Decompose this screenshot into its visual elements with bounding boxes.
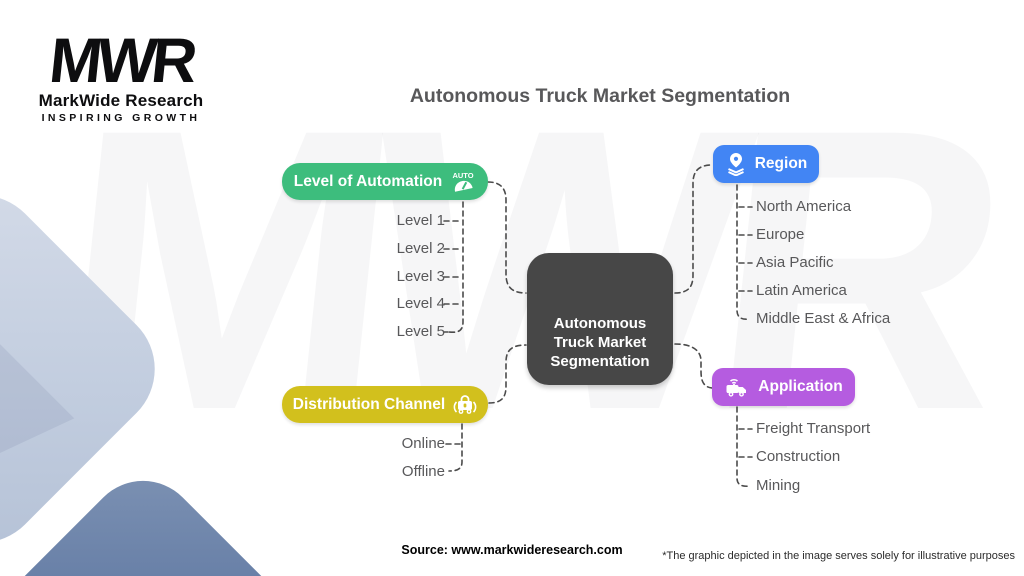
auto-gauge-icon: AUTO bbox=[450, 170, 476, 194]
secure-truck-icon bbox=[453, 394, 477, 416]
node-distribution-channel-label: Distribution Channel bbox=[292, 395, 446, 413]
disclaimer-text: *The graphic depicted in the image serve… bbox=[662, 550, 1015, 562]
brand-name: MarkWide Research bbox=[38, 91, 204, 110]
brand-tagline: INSPIRING GROWTH bbox=[41, 112, 201, 124]
leaf-construction: Construction bbox=[756, 448, 841, 465]
leaf-north-america: North America bbox=[756, 198, 852, 215]
leaf-middle-east-africa: Middle East & Africa bbox=[756, 310, 891, 327]
node-region: Region bbox=[713, 145, 819, 183]
page-title: Autonomous Truck Market Segmentation bbox=[409, 85, 791, 107]
svg-text:AUTO: AUTO bbox=[453, 171, 474, 180]
leaf-online: Online bbox=[401, 435, 445, 452]
brand-logo-mark: MWR bbox=[46, 26, 196, 96]
leaf-asia-pacific: Asia Pacific bbox=[756, 254, 834, 271]
leaf-freight-transport: Freight Transport bbox=[756, 420, 871, 437]
node-distribution-channel: Distribution Channel bbox=[282, 386, 488, 423]
node-region-label: Region bbox=[754, 155, 808, 172]
node-application-label: Application bbox=[758, 378, 843, 395]
leaf-level-3: Level 3 bbox=[396, 268, 445, 285]
leaf-level-4: Level 4 bbox=[396, 295, 445, 312]
leaf-level-1: Level 1 bbox=[396, 212, 445, 229]
map-pin-icon bbox=[725, 152, 747, 176]
leaf-offline: Offline bbox=[401, 463, 445, 480]
source-text: Source: www.markwideresearch.com bbox=[401, 543, 623, 557]
leaf-level-5: Level 5 bbox=[396, 323, 445, 340]
leaf-level-2: Level 2 bbox=[396, 240, 445, 257]
leaf-europe: Europe bbox=[756, 226, 805, 243]
node-level-of-automation: Level of Automation AUTO bbox=[282, 163, 488, 200]
brand-logo: MWR MarkWide Research INSPIRING GROWTH bbox=[36, 26, 206, 124]
central-node: Autonomous Truck Market Segmentation bbox=[527, 253, 673, 385]
central-node-label: Autonomous Truck Market Segmentation bbox=[550, 315, 650, 370]
node-application: Application bbox=[712, 368, 855, 406]
leaf-mining: Mining bbox=[756, 477, 801, 494]
node-level-of-automation-label: Level of Automation bbox=[293, 172, 443, 190]
connected-truck-icon bbox=[724, 376, 750, 398]
leaf-latin-america: Latin America bbox=[756, 282, 847, 299]
